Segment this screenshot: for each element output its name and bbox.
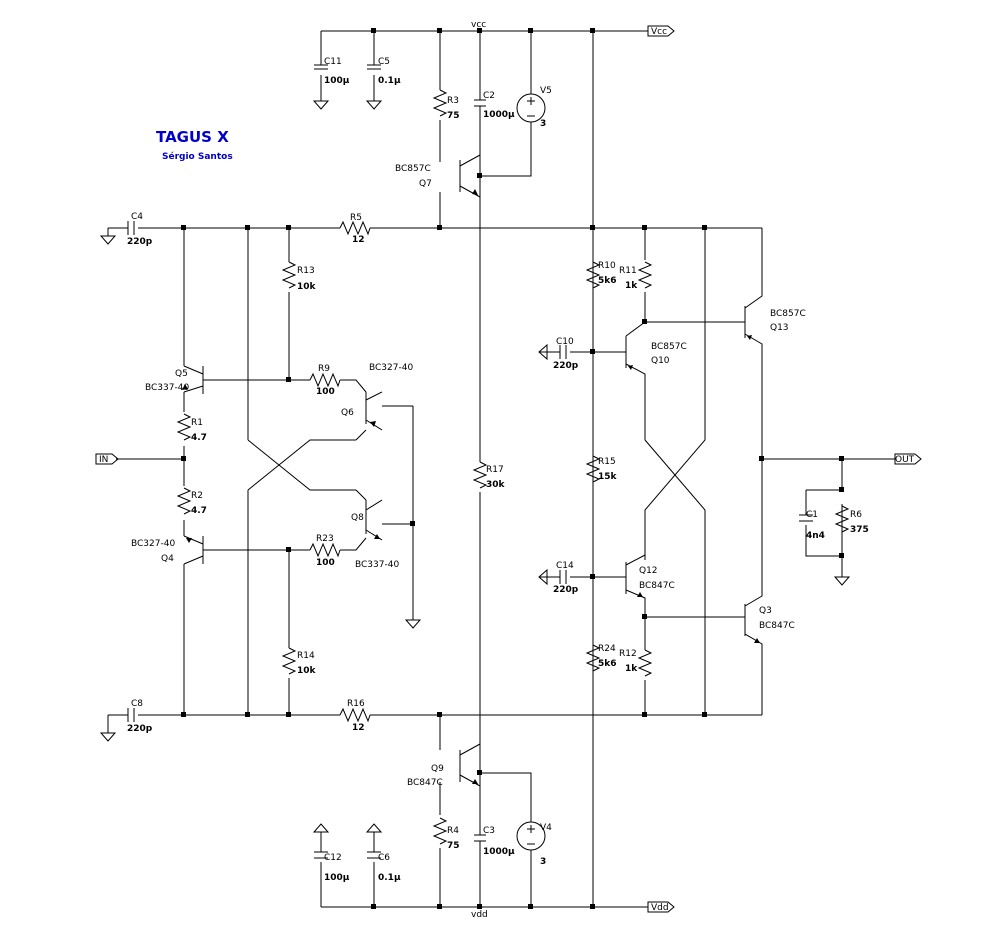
r16-value: 12 [352,723,365,733]
r3-value: 75 [447,111,460,121]
r11-value: 1k [625,281,638,291]
c5-value: 0.1µ [378,76,401,86]
c3-value: 1000µ [483,847,515,857]
schematic-title: TAGUS X [156,128,229,146]
q7-ref: Q7 [419,179,432,189]
q3-ref: Q3 [759,606,772,616]
r5-ref: R5 [350,213,362,223]
port-vcc: Vcc [651,27,667,37]
net-label-vdd: vdd [471,910,488,920]
c11-ref: C11 [324,57,342,67]
symbols [95,25,922,913]
r23-ref: R23 [316,534,334,544]
r24-ref: R24 [598,644,616,654]
r24-value: 5k6 [598,659,617,669]
r9-ref: R9 [318,364,330,374]
q10-value: BC857C [651,342,687,352]
r13-ref: R13 [297,266,315,276]
v5-ref: V5 [540,86,552,96]
port-out: OUT [895,455,915,465]
c2-ref: C2 [483,91,495,101]
r6-value: 375 [850,525,869,535]
c5-ref: C5 [378,57,390,67]
junctions [181,28,844,909]
c12-ref: C12 [324,853,342,863]
c3-ref: C3 [483,826,495,836]
r17-value: 30k [486,480,506,490]
r23-value: 100 [316,558,335,568]
c11-value: 100µ [324,76,350,86]
c2-value: 1000µ [483,110,515,120]
r15-ref: R15 [598,457,616,467]
c10-value: 220p [553,361,579,371]
r4-ref: R4 [447,826,459,836]
v5-value: 3 [540,119,546,129]
c6-value: 0.1µ [378,873,401,883]
q9-ref: Q9 [431,764,444,774]
q4-ref: Q4 [161,554,174,564]
q12-value: BC847C [639,581,675,591]
c12-value: 100µ [324,873,350,883]
r9-value: 100 [316,387,335,397]
q5-value: BC337-40 [145,383,189,393]
c4-value: 220p [127,237,153,247]
q3-value: BC847C [759,621,795,631]
port-in: IN [99,455,108,465]
q6-ref: Q6 [341,408,354,418]
c8-value: 220p [127,724,153,734]
r1-value: 4.7 [191,433,207,443]
q8-value: BC337-40 [355,560,399,570]
r2-ref: R2 [191,491,203,501]
q8-ref: Q8 [351,513,364,523]
c1-ref: C1 [806,510,818,520]
q7-value: BC857C [395,164,431,174]
q13-ref: Q13 [770,323,789,333]
r4-value: 75 [447,841,460,851]
r12-ref: R12 [619,649,637,659]
net-label-vcc: vcc [471,20,486,30]
r16-ref: R16 [347,699,365,709]
c8-ref: C8 [131,699,143,709]
r11-ref: R11 [619,266,637,276]
r14-ref: R14 [297,651,315,661]
component-labels: C11 100µ C5 0.1µ C2 1000µ R3 75 V5 3 BC8… [127,57,869,883]
port-vdd: Vdd [651,903,669,913]
r5-value: 12 [352,235,365,245]
c10-ref: C10 [556,337,574,347]
q5-ref: Q5 [175,369,188,379]
q13-value: BC857C [770,309,806,319]
schematic-author: Sérgio Santos [162,151,233,162]
r6-ref: R6 [850,510,862,520]
v4-ref: V4 [540,823,552,833]
r17-ref: R17 [486,465,504,475]
r15-value: 15k [598,472,618,482]
r12-value: 1k [625,664,638,674]
q9-value: BC847C [407,778,443,788]
c4-ref: C4 [131,212,143,222]
r10-ref: R10 [598,261,616,271]
c6-ref: C6 [378,853,390,863]
r3-ref: R3 [447,96,459,106]
r1-ref: R1 [191,418,203,428]
v4-value: 3 [540,857,546,867]
q12-ref: Q12 [639,566,658,576]
r2-value: 4.7 [191,506,207,516]
c1-value: 4n4 [806,531,825,541]
r13-value: 10k [297,282,317,292]
r14-value: 10k [297,666,317,676]
r10-value: 5k6 [598,276,617,286]
c14-value: 220p [553,585,579,595]
q4-value: BC327-40 [131,539,175,549]
wires [107,30,895,908]
q10-ref: Q10 [651,356,670,366]
q6-value: BC327-40 [369,363,413,373]
c14-ref: C14 [556,561,574,571]
